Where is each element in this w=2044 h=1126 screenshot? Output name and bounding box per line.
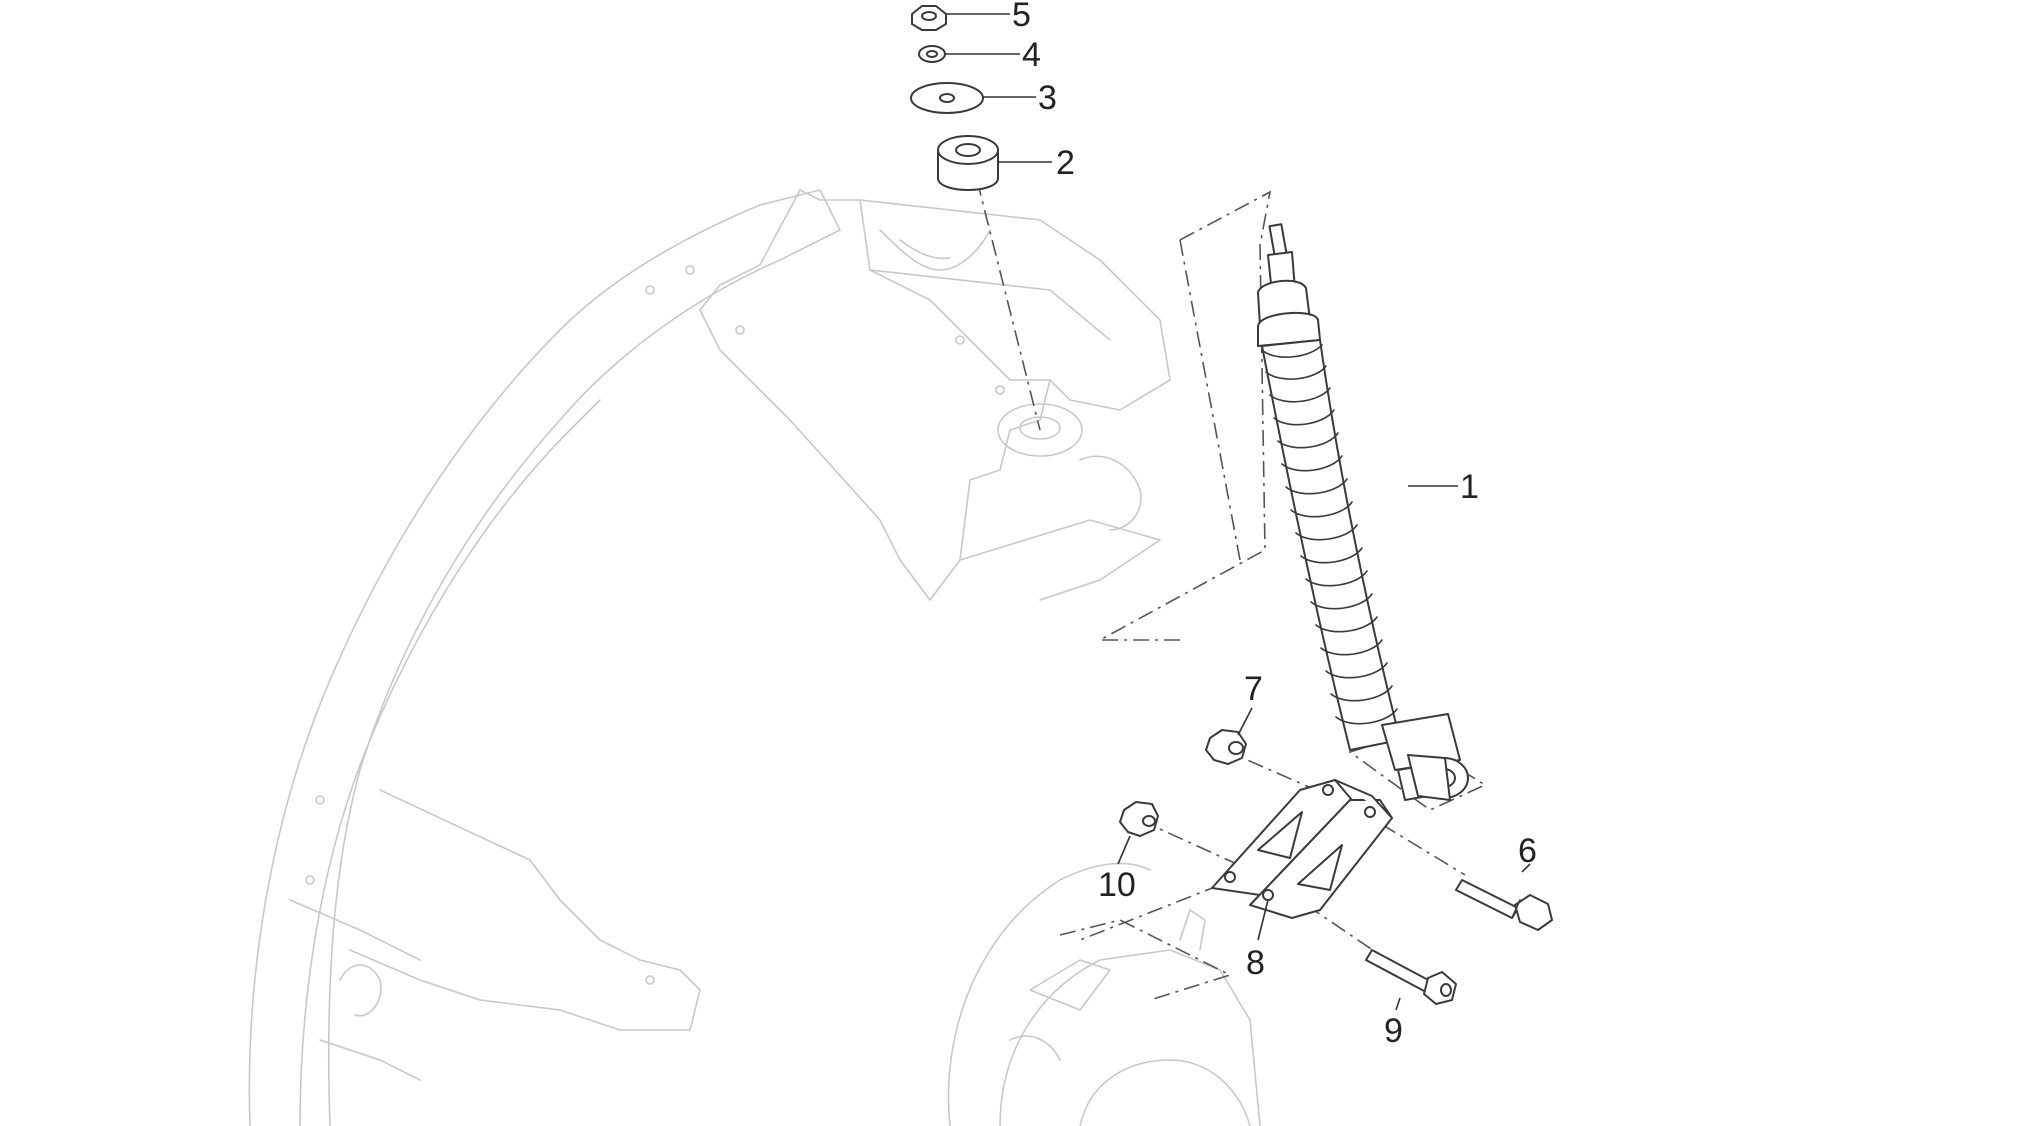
callout-1: 1 bbox=[1460, 468, 1479, 506]
large-washer-part bbox=[910, 82, 984, 114]
rubber-bushing-part bbox=[937, 135, 999, 191]
callout-3: 3 bbox=[1038, 79, 1057, 117]
callout-2: 2 bbox=[1056, 144, 1075, 182]
mounting-bracket-part bbox=[1211, 779, 1393, 919]
callout-7: 7 bbox=[1244, 670, 1263, 708]
small-washer-part bbox=[918, 45, 946, 63]
hex-nut-7-part bbox=[1205, 729, 1247, 765]
callout-leaders bbox=[945, 13, 1531, 1011]
socket-bolt-part bbox=[1365, 949, 1457, 1005]
frame-ghost-drawing bbox=[248, 189, 1261, 1126]
callout-8: 8 bbox=[1246, 944, 1265, 982]
callout-labels: 1 2 3 4 5 6 7 8 9 10 bbox=[1012, 0, 1537, 1050]
callout-6: 6 bbox=[1518, 832, 1537, 870]
callout-4: 4 bbox=[1022, 36, 1041, 74]
callout-9: 9 bbox=[1384, 1012, 1403, 1050]
shock-absorber-part bbox=[1257, 223, 1469, 801]
callout-10: 10 bbox=[1098, 866, 1136, 904]
hex-nut-10-part bbox=[1119, 801, 1159, 837]
flange-bolt-part bbox=[1455, 879, 1553, 931]
hex-nut-top-part bbox=[911, 5, 947, 31]
callout-5: 5 bbox=[1012, 0, 1031, 34]
